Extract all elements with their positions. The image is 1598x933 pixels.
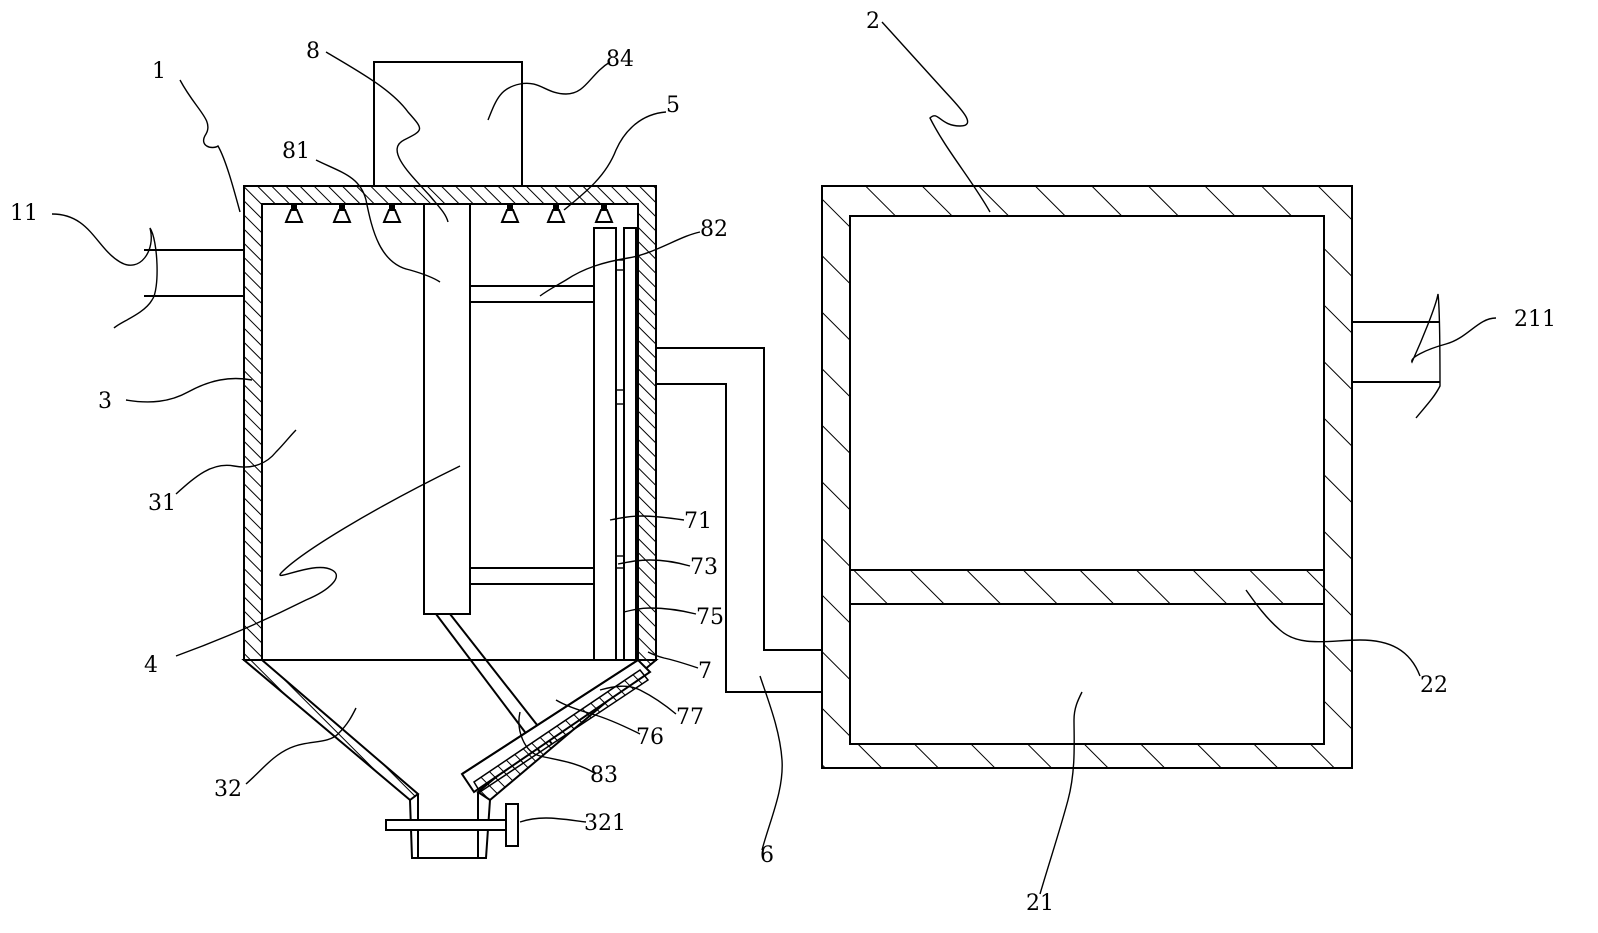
reference-labels: 1 11 8 84 5 81 82 3 31 4 71 73 75 7 77 7… [10,9,1556,916]
cone-wall-left [241,659,420,802]
label-73: 73 [690,555,718,580]
label-83: 83 [590,763,618,788]
vertical-plates [593,227,637,661]
tank [821,185,1353,769]
label-84: 84 [606,47,634,72]
label-22: 22 [1420,673,1448,698]
label-75: 75 [696,605,724,630]
label-31: 31 [148,491,176,516]
label-7: 7 [698,659,712,684]
label-71: 71 [684,509,712,534]
outlet-pipe [1352,321,1440,383]
label-1: 1 [152,59,166,84]
label-321: 321 [584,811,626,836]
tank-wall [821,185,1353,769]
top-box [373,61,523,187]
label-2: 2 [866,9,880,34]
label-5: 5 [666,93,680,118]
label-4: 4 [144,653,158,678]
label-21: 21 [1026,891,1054,916]
spray-nozzles [284,204,614,223]
label-211: 211 [1514,307,1556,332]
connecting-pipes [656,347,822,693]
label-11: 11 [10,201,38,226]
valve [385,803,519,847]
inlet-pipe [144,249,244,297]
label-3: 3 [98,389,112,414]
crossbars [469,285,595,585]
label-6: 6 [760,843,774,868]
leader-lines [51,21,1497,895]
diagonal-rod [435,613,553,753]
label-77: 77 [676,705,704,730]
label-82: 82 [700,217,728,242]
label-76: 76 [636,725,664,750]
filter-plate [849,569,1325,605]
label-8: 8 [306,39,320,64]
label-32: 32 [214,777,242,802]
label-81: 81 [282,139,310,164]
central-column [423,203,471,615]
